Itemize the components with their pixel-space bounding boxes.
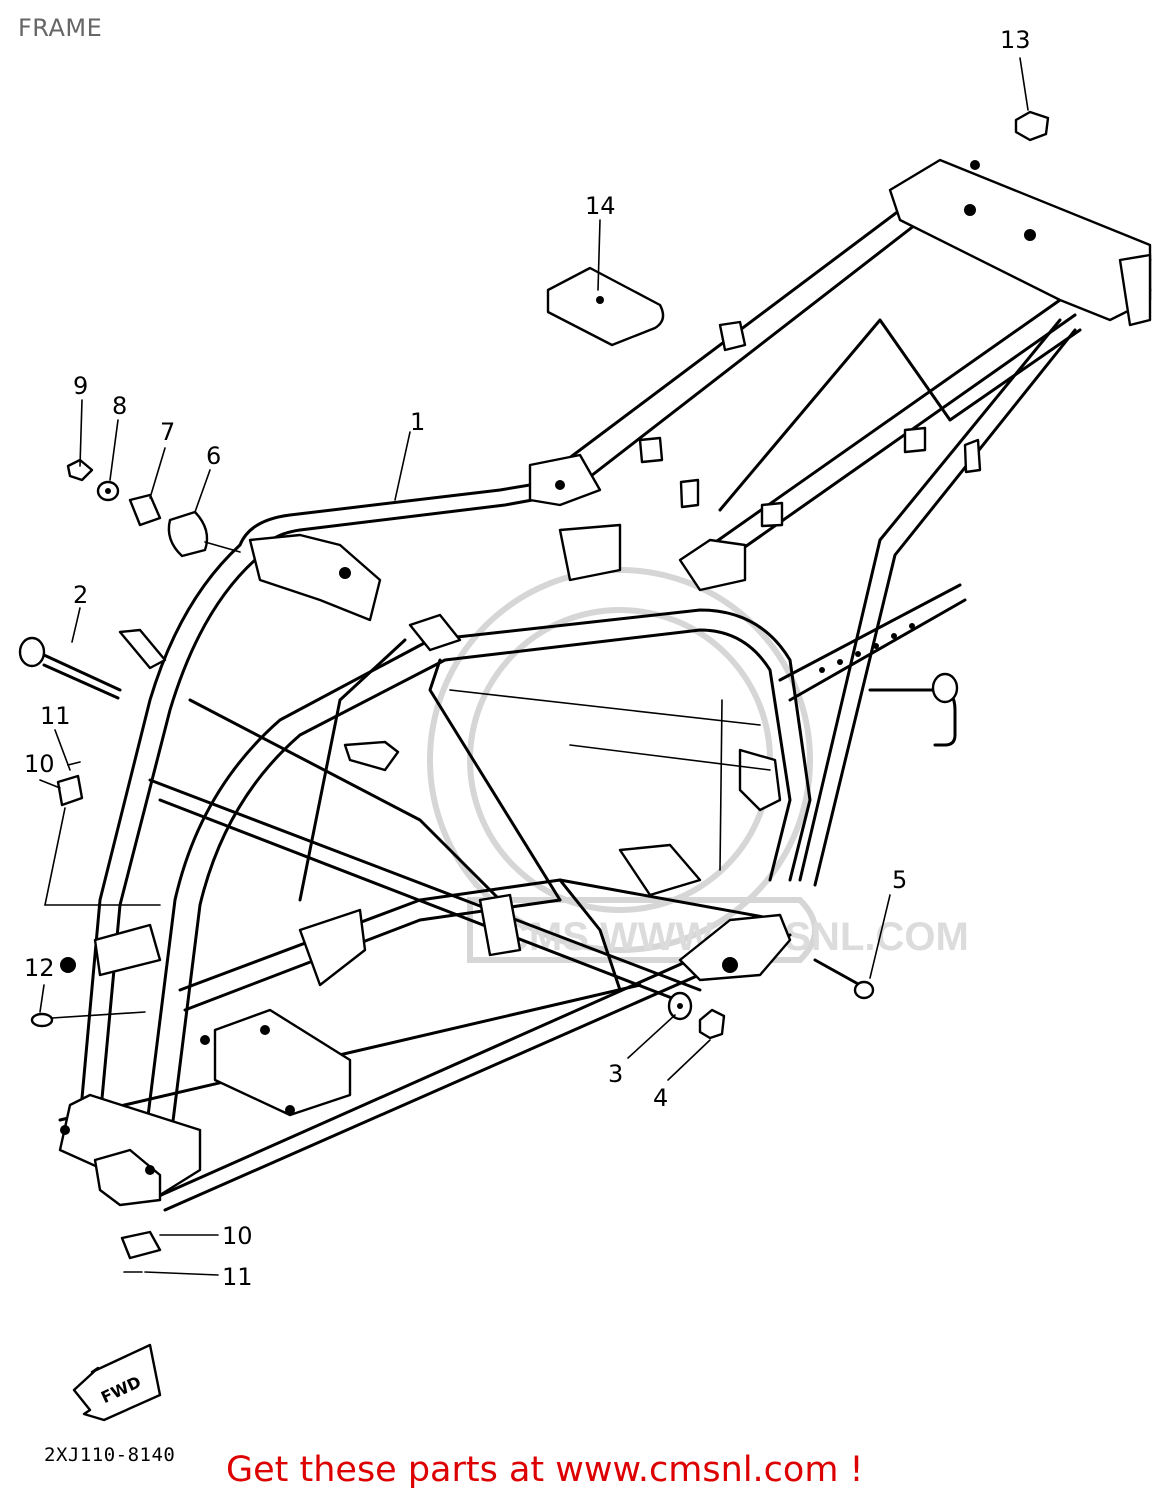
label-11-lower: 11: [222, 1263, 253, 1291]
label-4: 4: [653, 1084, 668, 1112]
part-6-bushing: [167, 510, 209, 558]
label-10-lower: 10: [222, 1222, 253, 1250]
label-11-upper: 11: [40, 702, 71, 730]
label-2: 2: [73, 581, 88, 609]
label-5: 5: [892, 866, 907, 894]
part-14-pad: [546, 266, 665, 347]
label-9: 9: [73, 372, 88, 400]
label-1: 1: [410, 408, 425, 436]
part-2-bolt: [18, 636, 122, 700]
part-3-washer: [667, 991, 693, 1021]
label-6: 6: [206, 442, 221, 470]
label-7: 7: [160, 418, 175, 446]
part-8-washer: [96, 480, 120, 502]
label-12: 12: [24, 954, 55, 982]
label-10-upper: 10: [24, 750, 55, 778]
part-12-clip: [30, 957, 76, 1028]
part-4-nut: [698, 1008, 726, 1040]
part-10-cap-lower: [120, 1230, 162, 1260]
label-14: 14: [585, 192, 616, 220]
label-8: 8: [112, 392, 127, 420]
fwd-direction-arrow: FWD: [72, 1343, 162, 1422]
part-5-bolt: [813, 958, 875, 1000]
promo-link[interactable]: Get these parts at www.cmsnl.com !: [226, 1450, 864, 1490]
part-13-cap: [1014, 110, 1050, 142]
part-9-bolt: [66, 458, 94, 482]
label-13: 13: [1000, 26, 1031, 54]
leader-lines: [39, 57, 1029, 1276]
label-3: 3: [608, 1060, 623, 1088]
part-10-cap-upper: [56, 761, 84, 807]
page-title: FRAME: [18, 14, 103, 42]
part-labels: 13 14 1 9 8 7 6 2 11 10 12 5 3 4 10 11: [24, 26, 1031, 1291]
part-7-collar: [128, 493, 162, 527]
diagram-code: 2XJ110-8140: [44, 1444, 176, 1466]
frame-part-1: [58, 158, 1152, 1212]
rail-bolt-holes: [819, 623, 915, 673]
